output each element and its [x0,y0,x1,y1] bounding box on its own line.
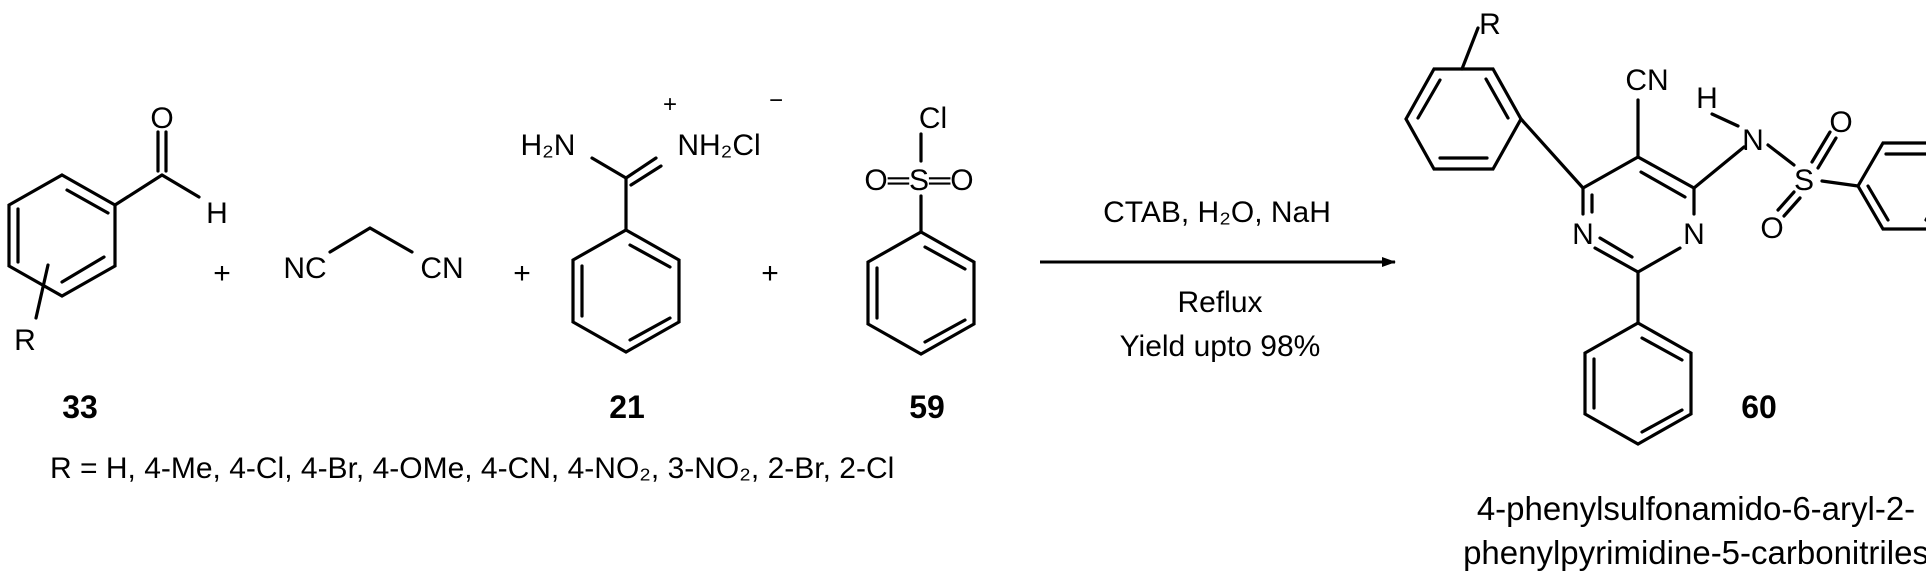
compound-33-benzaldehyde: O H R [7,102,228,357]
minus-charge-label: − [769,87,783,114]
r-group-list: R = H, 4-Me, 4-Cl, 4-Br, 4-OMe, 4-CN, 4-… [50,452,894,485]
nitrile-group-label: CN [1625,64,1668,97]
sulfonyl-group-label: O═S═O [864,164,973,197]
h2n-group-label: H₂N [521,129,576,162]
product-name-line-2: phenylpyrimidine-5-carbonitriles [1463,534,1926,571]
r-substituent-label: R [14,324,36,357]
nc-group-label: NC [283,252,326,285]
sulfonamide-h-label: H [1696,82,1718,115]
reflux-label: Reflux [1177,286,1262,319]
compound-malononitrile: NC CN [283,226,464,285]
product-name-line-1: 4-phenylsulfonamido-6-aryl-2- [1477,490,1915,527]
plus-sign: + [213,257,231,290]
pyrimidine-n3-label: N [1683,218,1705,251]
hydrogen-atom-label: H [206,197,228,230]
compound-number-21: 21 [609,389,645,425]
compound-number-59: 59 [909,389,945,425]
chlorine-atom-label: Cl [919,102,947,135]
reagents-label: CTAB, H₂O, NaH [1103,196,1331,229]
product-r-label: R [1479,8,1501,41]
pyrimidine-n1-label: N [1572,218,1594,251]
compound-number-60: 60 [1741,389,1777,425]
plus-sign: + [513,257,531,290]
oxygen-atom-label: O [150,102,173,135]
compound-59-sulfonyl-chloride: Cl O═S═O [864,102,976,356]
sulfonamide-n-label: N [1742,124,1764,157]
sulfur-atom-label: S [1794,164,1814,197]
sulfonyl-oxygen-bottom: O [1760,212,1783,245]
compound-number-33: 33 [62,389,98,425]
sulfonyl-oxygen-top: O [1829,106,1852,139]
cn-group-label: CN [420,252,463,285]
plus-charge-label: + [663,91,677,118]
plus-sign: + [761,257,779,290]
compound-21-benzamidine: H₂N NH₂Cl + − [521,87,783,354]
yield-label: Yield upto 98% [1120,330,1321,363]
compound-60-product: R N N CN N H S O O [1404,8,1926,446]
nh2cl-group-label: NH₂Cl [677,129,760,162]
